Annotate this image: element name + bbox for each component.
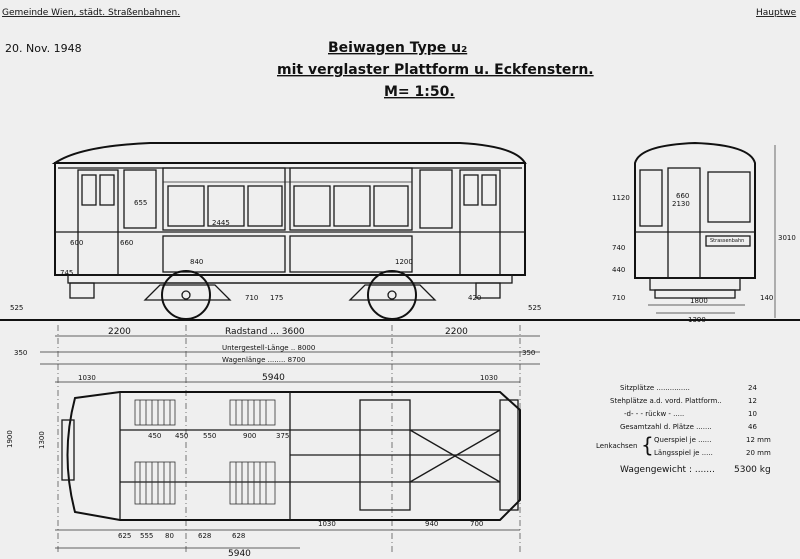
seat-dim: 450 xyxy=(175,432,188,440)
brace: { xyxy=(641,433,654,457)
dim-left-width: 840 xyxy=(190,258,203,266)
end-dim-roof: 1120 xyxy=(612,194,630,202)
end-dim-wall: 740 xyxy=(612,244,625,252)
bottom-dim: 700 xyxy=(470,520,483,528)
seat-dim: 375 xyxy=(276,432,289,440)
date-label: 20. Nov. 1948 xyxy=(5,42,82,55)
end-plate: Strassenbahn xyxy=(710,238,744,244)
spec-value: 5300 kg xyxy=(734,465,771,475)
end-dim-window: 660 xyxy=(676,192,689,200)
end-view: 1120 660 2130 740 440 710 Strassenbahn 1… xyxy=(612,141,796,324)
dim-side-left: 1900 xyxy=(6,430,14,448)
dim-right-overhang: 2200 xyxy=(445,327,468,337)
bottom-dim: 628 xyxy=(232,532,245,540)
spec-value: 12 mm xyxy=(746,436,771,444)
seat-dimensions: 450 450 550 900 375 xyxy=(148,432,289,440)
lenkachsen-label: Lenkachsen xyxy=(596,442,637,450)
end-dim-floor: 440 xyxy=(612,266,625,274)
end-dim-base: 710 xyxy=(612,294,625,302)
spec-label: Gesamtzahl d. Plätze ....... xyxy=(620,423,712,431)
spec-value: 12 xyxy=(748,397,757,405)
bottom-dim: 555 xyxy=(140,532,153,540)
bottom-dim: 628 xyxy=(198,532,211,540)
dim-ground-left: 525 xyxy=(10,304,23,312)
dim-platform-left: 1030 xyxy=(78,374,96,382)
spec-label: Querspiel je ...... xyxy=(654,436,711,444)
dim-left-overhang: 2200 xyxy=(108,327,131,337)
bottom-dim: 1030 xyxy=(318,520,336,528)
dim-body: 5940 xyxy=(262,373,285,383)
dim-wheelbase: Radstand ... 3600 xyxy=(225,327,305,337)
dim-side-mid: 1300 xyxy=(38,431,46,449)
dim-floor-height: 745 xyxy=(60,269,73,277)
seat-dim: 450 xyxy=(148,432,161,440)
plan-view: 1900 1300 450 450 550 900 375 625 555 80… xyxy=(6,391,521,559)
spec-value: 20 mm xyxy=(746,449,771,457)
dim-end-right: 350 xyxy=(522,349,535,357)
authority-label: Gemeinde Wien, städt. Straßenbahnen. xyxy=(2,8,180,18)
department-label: Hauptwe xyxy=(756,8,797,18)
dim-frame-length: Untergestell-Länge .. 8000 xyxy=(222,344,315,352)
title-line2: mit verglaster Plattform u. Eckfenstern. xyxy=(277,62,594,78)
bottom-dim: 625 xyxy=(118,532,131,540)
bottom-dim: 80 xyxy=(165,532,174,540)
dim-wheel-height: 710 xyxy=(245,294,258,302)
dim-car-length: Wagenlänge ........ 8700 xyxy=(222,356,305,364)
seat-dim: 900 xyxy=(243,432,256,440)
end-dim-width2: 1390 xyxy=(688,316,706,324)
dim-window-height: 655 xyxy=(134,199,147,207)
dim-side-height: 660 xyxy=(120,239,133,247)
spec-label: Sitzplätze ............... xyxy=(620,384,690,392)
dim-end-left: 350 xyxy=(14,349,27,357)
dim-platform-right: 1030 xyxy=(480,374,498,382)
spec-value: 10 xyxy=(748,410,757,418)
dim-window-width: 2445 xyxy=(212,219,230,227)
side-view: 655 2445 600 660 745 840 1200 710 175 42… xyxy=(0,142,800,321)
dim-bottom-total: 5940 xyxy=(228,549,251,559)
spec-label: Längsspiel je ..... xyxy=(654,449,713,457)
scale-label: M= 1:50. xyxy=(384,84,455,100)
spec-value: 24 xyxy=(748,384,757,392)
title-line1: Beiwagen Type u₂ xyxy=(328,40,467,56)
dim-step: 420 xyxy=(468,294,481,302)
spec-label: Stehplätze a.d. vord. Plattform.. xyxy=(610,397,722,405)
length-dimensions: 2200 Radstand ... 3600 2200 Untergestell… xyxy=(14,325,540,555)
spec-label: Wagengewicht : ....... xyxy=(620,465,715,475)
bottom-dim: 940 xyxy=(425,520,438,528)
end-dim-window-width: 2130 xyxy=(672,200,690,208)
seat-dim: 550 xyxy=(203,432,216,440)
dim-ground-right: 525 xyxy=(528,304,541,312)
spec-label: -d- - - rückw - ..... xyxy=(624,410,684,418)
end-dim-right: 140 xyxy=(760,294,773,302)
dim-axle: 175 xyxy=(270,294,283,302)
dim-seat-height: 600 xyxy=(70,239,83,247)
end-dim-width1: 1800 xyxy=(690,297,708,305)
dim-right-width: 1200 xyxy=(395,258,413,266)
specs-table: Sitzplätze ............... 24 Stehplätze… xyxy=(596,384,771,475)
bottom-dimensions: 625 555 80 628 628 1030 940 700 5940 xyxy=(118,520,483,559)
end-dim-total-height: 3010 xyxy=(778,234,796,242)
spec-value: 46 xyxy=(748,423,757,431)
